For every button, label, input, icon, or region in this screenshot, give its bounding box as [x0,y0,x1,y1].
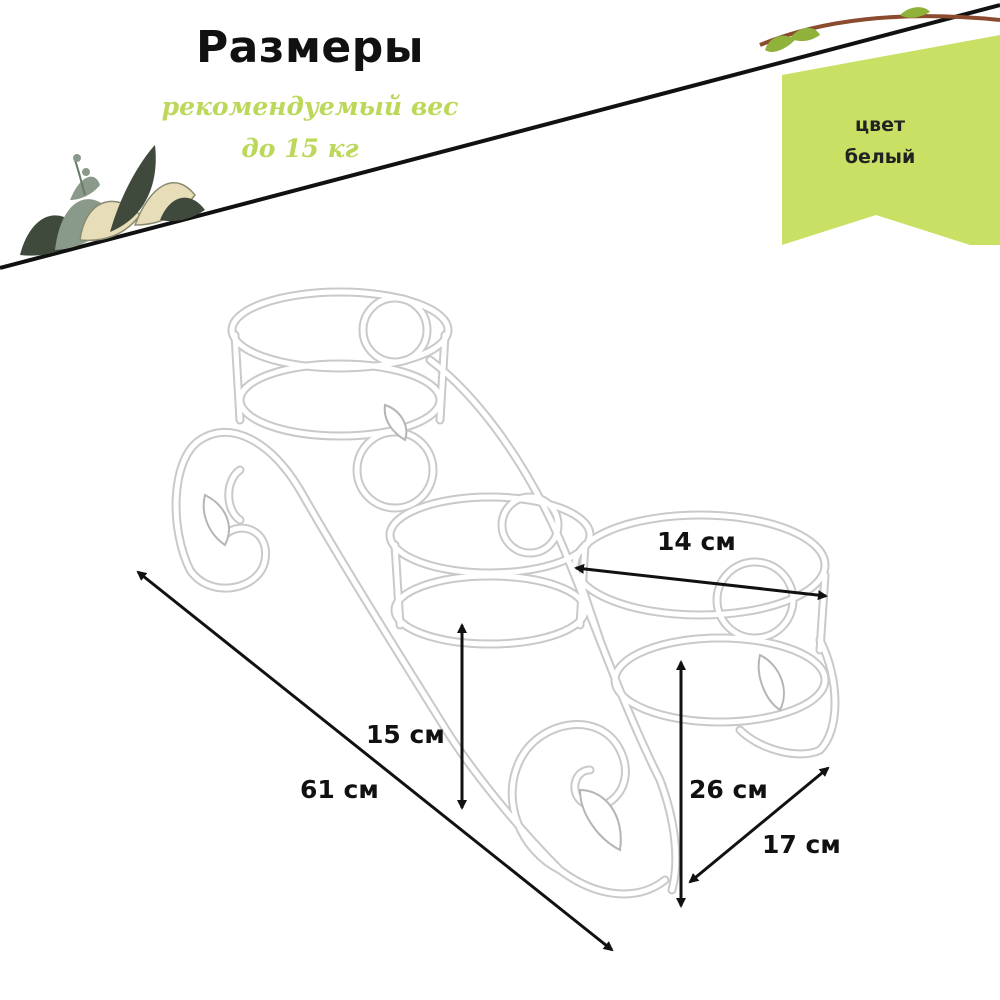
color-badge [782,35,1000,245]
recommended-weight-label: рекомендуемый вес [161,92,459,121]
arrow-width-top [574,563,828,601]
arrow-length [136,570,614,952]
dim-height-mid-label: 15 см [366,720,445,749]
dimension-arrows [136,563,830,952]
color-label: цвет [854,114,905,136]
color-value: белый [844,146,916,168]
weight-limit-value: до 15 кг [241,134,359,163]
page-title: Размеры [195,22,425,73]
header-divider-line [0,3,1000,270]
leaf-cluster-icon [20,145,205,256]
dim-length-label: 61 см [300,775,379,804]
dim-height-total-label: 26 см [689,775,768,804]
branch-icon [759,7,1000,52]
dim-depth-label: 17 см [762,830,841,859]
arrow-depth [688,766,830,884]
dim-width-top-label: 14 см [657,527,736,556]
